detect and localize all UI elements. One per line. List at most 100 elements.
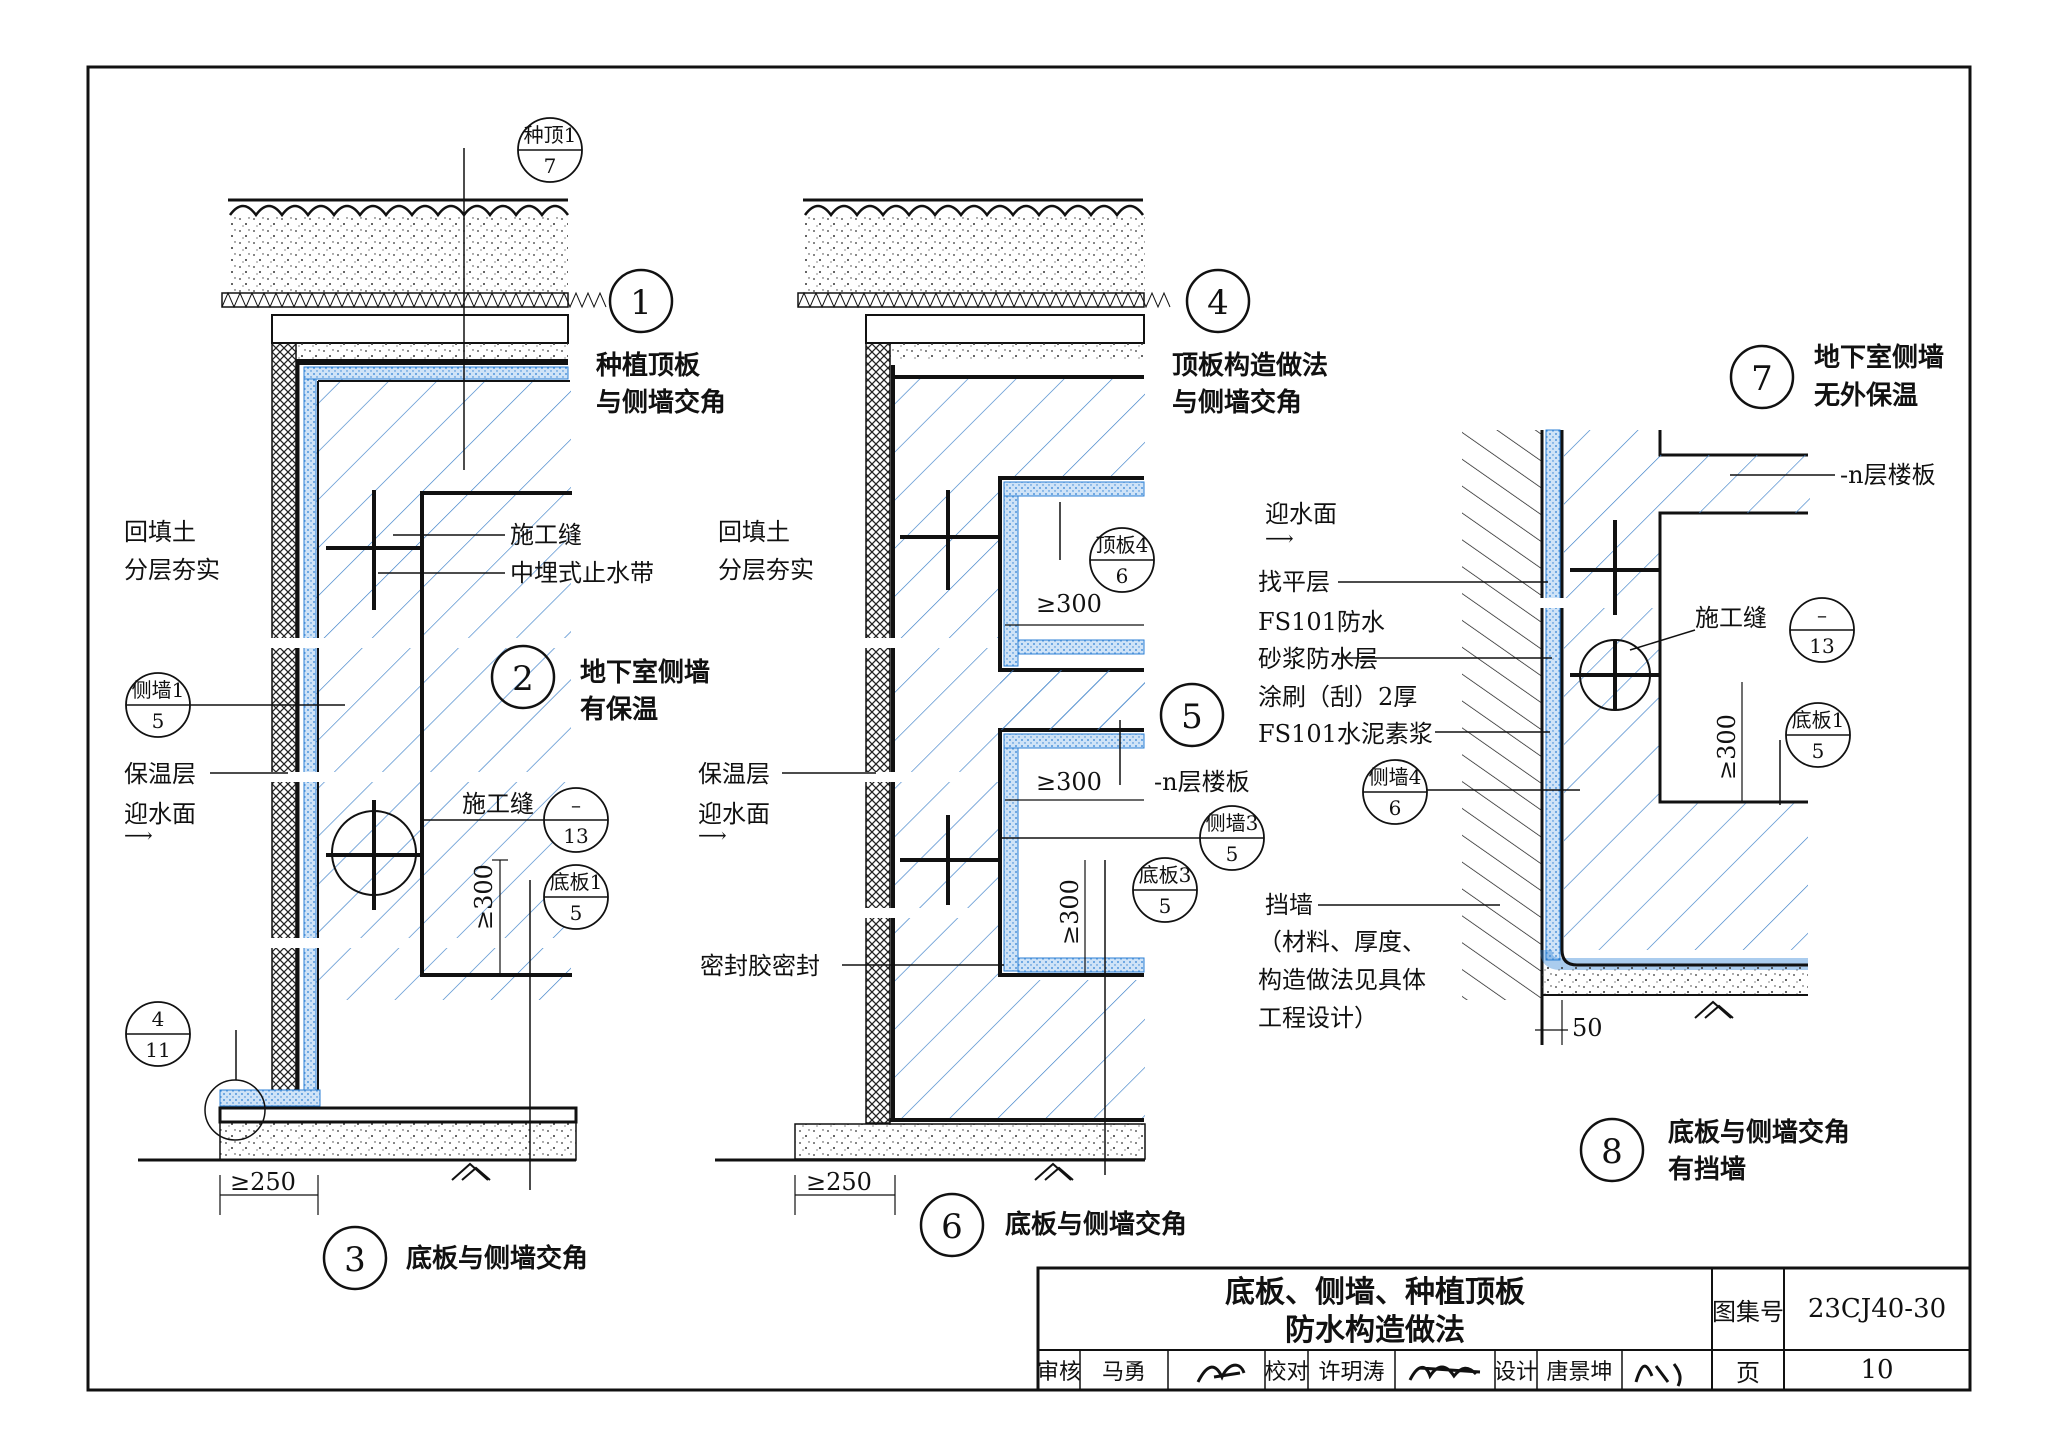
arrow-c: ⟶ xyxy=(1265,526,1294,550)
signature-check xyxy=(1408,1365,1481,1381)
ref-cq3-bottom: 5 xyxy=(1226,842,1239,866)
design-name: 唐景坤 xyxy=(1546,1360,1613,1385)
ref-dash-a-bottom: 13 xyxy=(563,824,588,848)
ref-411-bottom: 11 xyxy=(145,1038,170,1062)
ref-dash-c-bottom: 13 xyxy=(1809,634,1834,658)
ref-zd1-top: 种顶1 xyxy=(524,123,577,147)
backfill-label-b1: 回填土 xyxy=(718,518,790,546)
sheet-border xyxy=(86,65,1972,1392)
dim-300-c: ≥300 xyxy=(1036,768,1102,796)
arrow-b: ⟶ xyxy=(698,823,727,847)
dim-300-a: ≥300 xyxy=(470,864,498,930)
d2-title-line1: 地下室侧墙 xyxy=(580,657,710,688)
construction-joint-label-a: 施工缝 xyxy=(510,521,582,549)
planting-soil xyxy=(230,215,568,293)
retaining-label-3: 构造做法见具体 xyxy=(1258,966,1426,994)
sealant-label: 密封胶密封 xyxy=(700,952,820,980)
ref-411-top: 4 xyxy=(152,1007,165,1031)
dim-300-b: ≥300 xyxy=(1036,590,1102,618)
arrow-a: ⟶ xyxy=(124,823,153,847)
detail-number-markers: 1 2 3 4 5 6 7 8 xyxy=(322,268,1795,1291)
water-face-label-b: 迎水面 xyxy=(698,800,770,828)
ref-db4-top: 顶板4 xyxy=(1096,533,1149,557)
waterstop-label: 中埋式止水带 xyxy=(510,559,654,587)
detail-number-7: 7 xyxy=(1751,359,1773,399)
dim-50: 50 xyxy=(1572,1014,1603,1042)
ref-cq1-top: 侧墙1 xyxy=(132,678,185,702)
d6-title: 底板与侧墙交角 xyxy=(1005,1209,1187,1240)
ref-zd1-bottom: 7 xyxy=(544,154,557,178)
n-floor-label-c: -n层楼板 xyxy=(1840,461,1936,489)
construction-joint-label-c: 施工缝 xyxy=(1695,604,1767,632)
n-floor-label-b: -n层楼板 xyxy=(1154,768,1250,796)
dim-300-e: ≥300 xyxy=(1713,714,1741,780)
signature-review xyxy=(1196,1363,1246,1383)
review-name: 马勇 xyxy=(1101,1360,1146,1385)
signature-design xyxy=(1634,1363,1682,1387)
detail-number-2: 2 xyxy=(512,659,534,699)
reference-callouts: 种顶1 7 侧墙1 5 – 13 底板1 5 4 11 顶板4 6 侧墙3 5 … xyxy=(125,117,1855,1067)
detail-number-3: 3 xyxy=(344,1240,366,1280)
d7-title-line2: 无外保温 xyxy=(1814,381,1918,411)
ref-db1-a-top: 底板1 xyxy=(550,870,603,894)
fs101-label-3: 涂刷（刮）2厚 xyxy=(1258,683,1417,711)
ref-dash-a-top: – xyxy=(571,793,581,817)
d4-title-line2: 与侧墙交角 xyxy=(1172,387,1302,418)
construction-joint-label-b: 施工缝 xyxy=(462,790,534,818)
d3-title: 底板与侧墙交角 xyxy=(406,1243,588,1274)
d4-title-line1: 顶板构造做法 xyxy=(1172,351,1328,381)
d7-title-line1: 地下室侧墙 xyxy=(1814,342,1944,373)
detail-number-1: 1 xyxy=(630,283,652,323)
d1-title-line2: 与侧墙交角 xyxy=(596,387,726,418)
fs101-label-1: FS101防水 xyxy=(1258,608,1385,636)
d8-title-line1: 底板与侧墙交角 xyxy=(1668,1117,1850,1148)
annotation-labels: 回填土 分层夯实 施工缝 中埋式止水带 保温层 迎水面 ⟶ 施工缝 ≥300 ≥… xyxy=(124,461,1936,1196)
water-face-label-a: 迎水面 xyxy=(124,800,196,828)
ref-db1-a-bottom: 5 xyxy=(570,901,583,925)
backfill-label-b2: 分层夯实 xyxy=(718,556,814,584)
dim-300-d: ≥300 xyxy=(1056,879,1084,945)
atlas-label: 图集号 xyxy=(1712,1297,1784,1326)
detail-middle-group xyxy=(715,198,1215,1215)
ref-db3-bottom: 5 xyxy=(1159,894,1172,918)
dim-250-b: ≥250 xyxy=(806,1168,872,1196)
detail-right-group xyxy=(1318,429,1835,1045)
d8-title-line2: 有挡墙 xyxy=(1668,1155,1746,1185)
d1-title-line1: 种植顶板 xyxy=(596,351,700,381)
fs101-label-2: 砂浆防水层 xyxy=(1258,645,1378,673)
detail-number-6: 6 xyxy=(941,1207,963,1247)
detail-left-group xyxy=(138,148,607,1215)
design-label: 设计 xyxy=(1494,1360,1539,1385)
title-line1: 底板、侧墙、种植顶板 xyxy=(1225,1275,1525,1310)
page-number: 10 xyxy=(1860,1355,1894,1385)
insulation-label-a: 保温层 xyxy=(124,760,196,788)
review-label: 审核 xyxy=(1037,1360,1082,1385)
insulation-label-b: 保温层 xyxy=(698,760,770,788)
ref-db3-top: 底板3 xyxy=(1139,863,1192,887)
fs101-label-4: FS101水泥素浆 xyxy=(1258,720,1433,748)
retaining-label-4: 工程设计） xyxy=(1258,1004,1378,1032)
ref-db4-bottom: 6 xyxy=(1116,564,1129,588)
backfill-label-1: 回填土 xyxy=(124,518,196,546)
page-label: 页 xyxy=(1736,1358,1760,1387)
ref-cq4-bottom: 6 xyxy=(1389,796,1402,820)
signatures xyxy=(1196,1363,1682,1387)
detail-number-4: 4 xyxy=(1207,283,1229,323)
ref-cq3-top: 侧墙3 xyxy=(1206,811,1259,835)
dim-250-a: ≥250 xyxy=(230,1168,296,1196)
ref-db1-c-top: 底板1 xyxy=(1792,708,1845,732)
water-face-label-c: 迎水面 xyxy=(1265,500,1337,528)
atlas-number: 23CJ40-30 xyxy=(1807,1294,1947,1324)
retaining-label-1: 挡墙 xyxy=(1265,891,1313,919)
ref-cq4-top: 侧墙4 xyxy=(1369,765,1422,789)
ref-cq1-bottom: 5 xyxy=(152,709,165,733)
detail-titles: 种植顶板 与侧墙交角 地下室侧墙 有保温 底板与侧墙交角 顶板构造做法 与侧墙交… xyxy=(406,342,1944,1274)
leveling-label: 找平层 xyxy=(1258,568,1330,596)
check-label: 校对 xyxy=(1264,1360,1309,1385)
ref-dash-c-top: – xyxy=(1817,603,1827,627)
detail-number-8: 8 xyxy=(1601,1132,1623,1172)
d2-title-line2: 有保温 xyxy=(580,695,658,725)
title-block-grid xyxy=(1036,1266,1972,1392)
